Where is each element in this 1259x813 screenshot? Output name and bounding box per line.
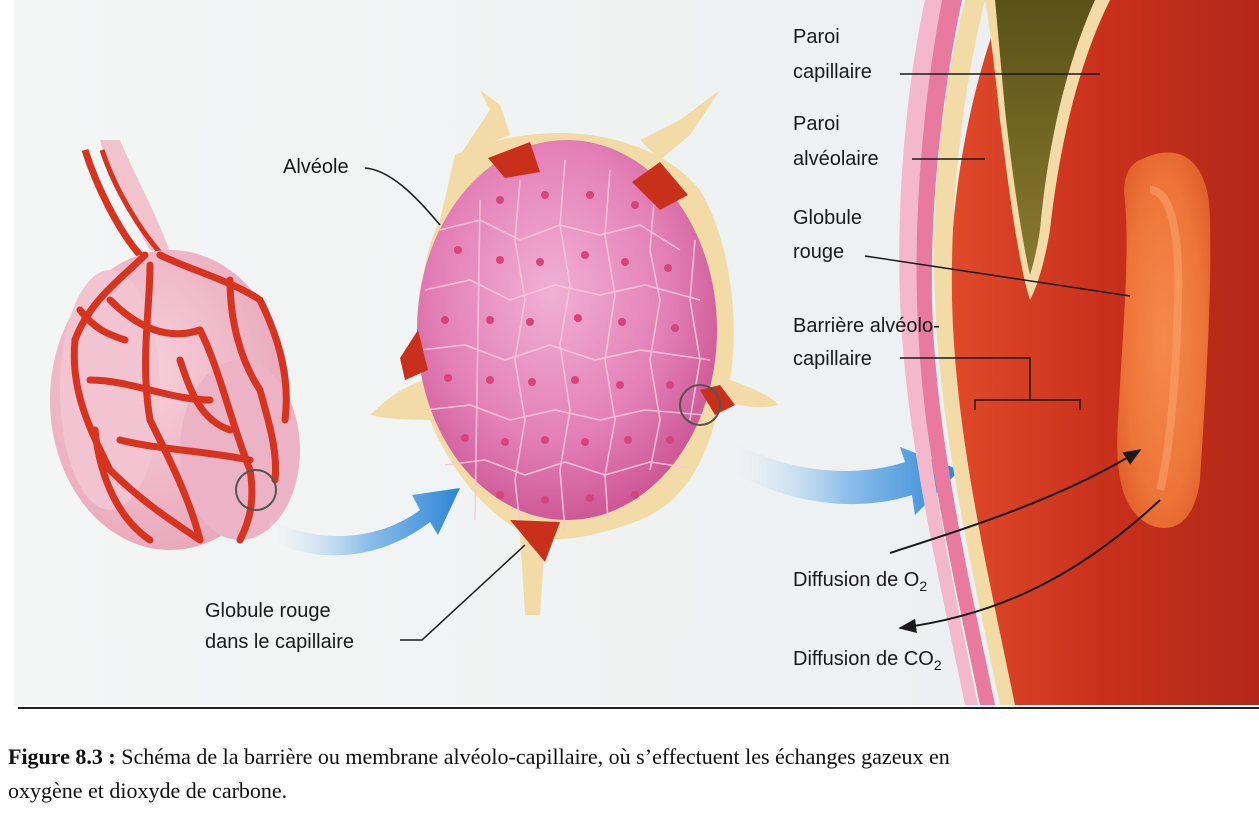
label-globule-capillaire-line1: Globule rouge (205, 597, 331, 625)
label-globule-rouge-line1: Globule (793, 204, 862, 232)
label-paroi-alveolaire-line1: Paroi (793, 110, 840, 138)
caption-divider (18, 707, 1259, 709)
caption-text: Schéma de la barrière ou membrane alvéol… (116, 744, 950, 769)
label-globule-rouge-line2: rouge (793, 238, 844, 266)
caption-line-2: oxygène et dioxyde de carbone. (8, 774, 1258, 808)
label-alveole: Alvéole (283, 153, 349, 181)
diffusion-co2-subscript: 2 (934, 657, 942, 673)
label-paroi-alveolaire-line2: alvéolaire (793, 145, 879, 173)
barrier-magnified-illustration (899, 0, 1259, 705)
label-paroi-capillaire-line1: Paroi (793, 23, 840, 51)
left-margin-strip (0, 0, 14, 705)
label-diffusion-co2: Diffusion de CO2 (793, 645, 942, 679)
label-barriere-line1: Barrière alvéolo- (793, 312, 940, 340)
label-globule-capillaire-line2: dans le capillaire (205, 628, 354, 656)
figure-caption: Figure 8.3 : Schéma de la barrière ou me… (8, 740, 1258, 808)
label-barriere-line2: capillaire (793, 345, 872, 373)
diffusion-o2-subscript: 2 (919, 578, 927, 594)
caption-line-1: Figure 8.3 : Schéma de la barrière ou me… (8, 740, 1258, 774)
caption-figure-label: Figure 8.3 : (8, 744, 116, 769)
diffusion-o2-text: Diffusion de O (793, 569, 919, 591)
diffusion-co2-text: Diffusion de CO (793, 648, 934, 670)
label-paroi-capillaire-line2: capillaire (793, 58, 872, 86)
label-diffusion-o2: Diffusion de O2 (793, 566, 927, 600)
